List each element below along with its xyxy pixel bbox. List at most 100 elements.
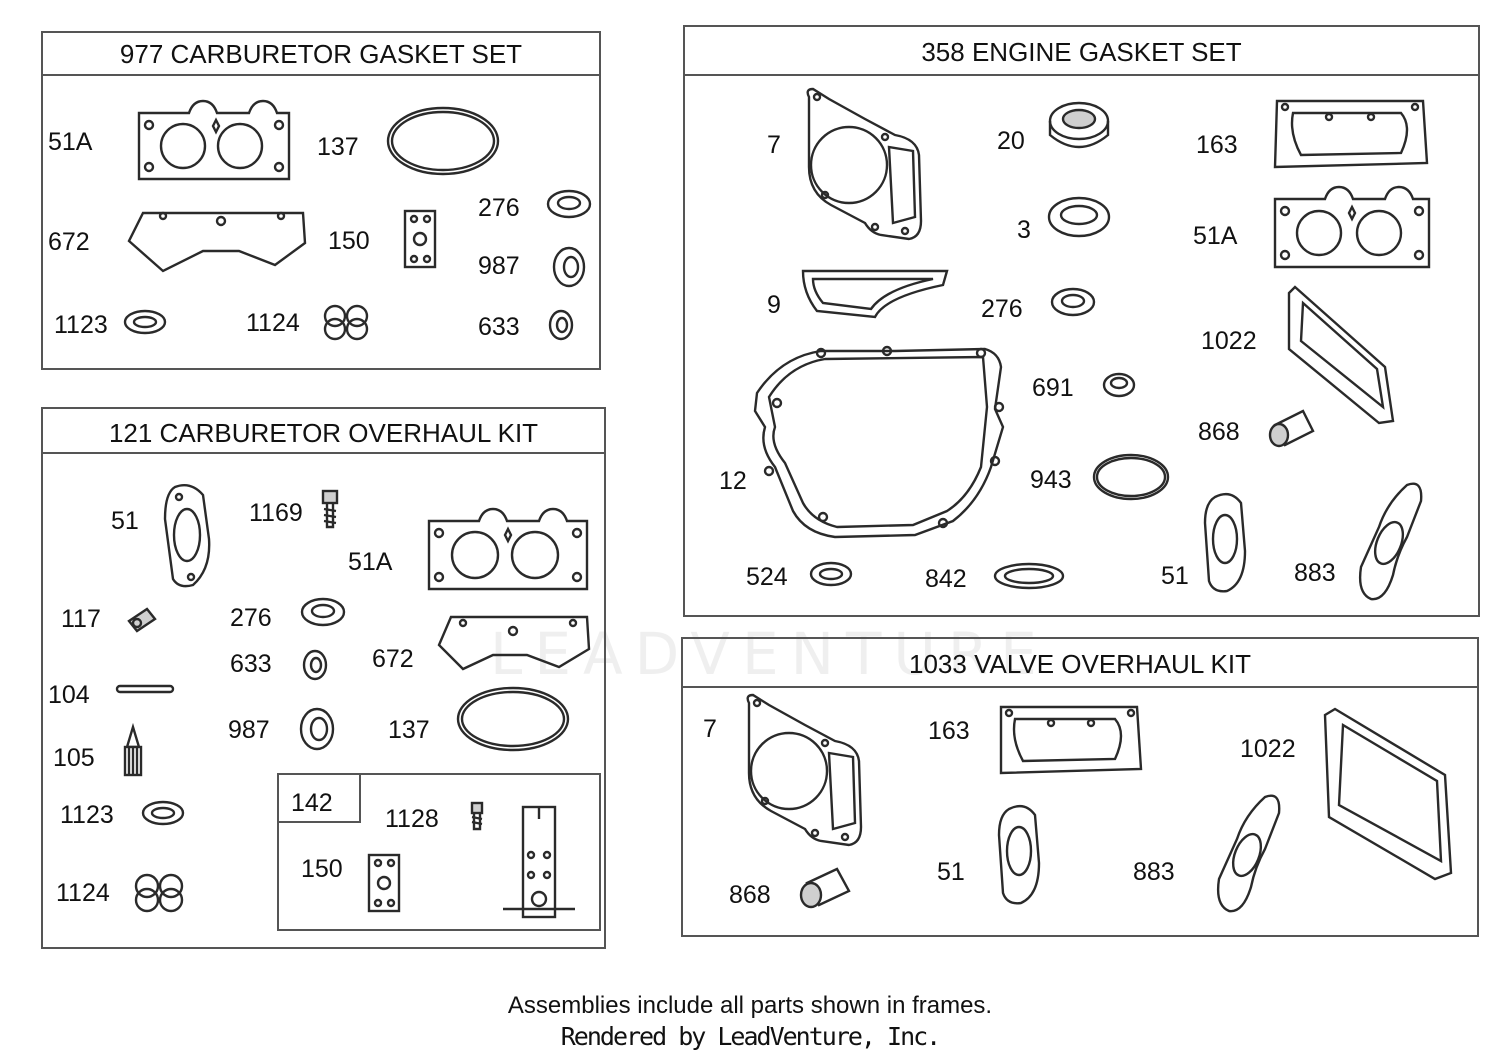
label-51: 51	[1161, 562, 1189, 590]
label-1124: 1124	[246, 309, 300, 337]
part-51A-gasket[interactable]	[1273, 185, 1431, 269]
label-137: 137	[388, 716, 430, 744]
part-691-seal[interactable]	[1102, 372, 1136, 398]
part-51A-gasket[interactable]	[427, 507, 589, 591]
label-987: 987	[478, 252, 520, 280]
subframe-142: 142 11	[277, 773, 601, 931]
part-3-seal[interactable]	[1047, 196, 1111, 238]
part-672-gasket[interactable]	[127, 211, 307, 273]
part-150-plate[interactable]	[367, 853, 401, 913]
part-9-gasket[interactable]	[801, 269, 949, 319]
label-51: 51	[111, 507, 139, 535]
frame-engine-gasket-set: 358 ENGINE GASKET SET	[683, 25, 1480, 617]
part-672-gasket[interactable]	[437, 615, 591, 671]
label-691: 691	[1032, 374, 1074, 402]
part-276-seal[interactable]	[1050, 287, 1096, 317]
part-163-gasket[interactable]	[1273, 99, 1429, 169]
frame-title: 121 CARBURETOR OVERHAUL KIT	[43, 409, 604, 454]
label-104: 104	[48, 681, 90, 709]
frame-title: 358 ENGINE GASKET SET	[685, 27, 1478, 76]
label-1169: 1169	[249, 499, 303, 527]
part-137-o-ring[interactable]	[386, 106, 500, 176]
label-163: 163	[928, 717, 970, 745]
label-7: 7	[767, 131, 781, 159]
part-276-seal[interactable]	[546, 189, 592, 219]
label-137: 137	[317, 133, 359, 161]
label-1124: 1124	[56, 879, 110, 907]
footer-note: Assemblies include all parts shown in fr…	[507, 992, 993, 1019]
part-633-seal[interactable]	[548, 309, 574, 341]
label-7: 7	[703, 715, 717, 743]
label-633: 633	[230, 650, 272, 678]
label-672: 672	[48, 228, 90, 256]
frame-valve-overhaul-kit: 1033 VALVE OVERHAUL KIT	[681, 637, 1479, 937]
part-633-seal[interactable]	[302, 649, 328, 681]
part-1022-gasket[interactable]	[1287, 285, 1395, 425]
label-883: 883	[1294, 559, 1336, 587]
part-883-gasket[interactable]	[1216, 794, 1281, 913]
label-20: 20	[997, 127, 1025, 155]
part-163-gasket[interactable]	[999, 705, 1143, 775]
frame-carburetor-gasket-set: 977 CARBURETOR GASKET SET	[41, 31, 601, 370]
part-868-bushing[interactable]	[799, 867, 851, 909]
valve-overhaul-parts	[746, 693, 1453, 913]
label-276: 276	[478, 194, 520, 222]
part-51-gasket[interactable]	[1203, 492, 1247, 593]
part-842-ring[interactable]	[993, 562, 1065, 590]
part-276-seal[interactable]	[300, 597, 346, 627]
part-51-gasket[interactable]	[997, 804, 1041, 905]
part-104-pin[interactable]	[115, 684, 175, 694]
part-1128-screw[interactable]	[470, 801, 484, 831]
part-1124-gasket[interactable]	[134, 873, 184, 913]
frame-carburetor-overhaul-kit: 121 CARBURETOR OVERHAUL KIT	[41, 407, 606, 949]
part-524-washer[interactable]	[809, 561, 853, 587]
label-842: 842	[925, 565, 967, 593]
part-1022-gasket[interactable]	[1323, 707, 1453, 881]
part-137-o-ring[interactable]	[456, 686, 570, 752]
label-3: 3	[1017, 216, 1031, 244]
part-7-head-gasket[interactable]	[806, 87, 923, 241]
part-1123-washer[interactable]	[141, 800, 185, 826]
label-943: 943	[1030, 466, 1072, 494]
label-524: 524	[746, 563, 788, 591]
frame-title: 1033 VALVE OVERHAUL KIT	[683, 639, 1477, 688]
carburetor-overhaul-parts[interactable]	[43, 409, 608, 951]
label-672: 672	[372, 645, 414, 673]
label-51A: 51A	[1193, 222, 1238, 250]
label-1022: 1022	[1201, 327, 1257, 355]
part-117-fitting[interactable]	[127, 607, 157, 633]
part-868-bushing[interactable]	[1268, 409, 1315, 448]
label-868: 868	[1198, 418, 1240, 446]
part-105-needle[interactable]	[123, 722, 143, 777]
part-7-head-gasket[interactable]	[746, 693, 863, 847]
label-987: 987	[228, 716, 270, 744]
part-12-crankcase-gasket[interactable]	[753, 345, 1005, 539]
footer-credit: Rendered by LeadVenture, Inc.	[560, 1022, 942, 1051]
label-163: 163	[1196, 131, 1238, 159]
part-987-seal[interactable]	[552, 246, 586, 288]
label-150: 150	[328, 227, 370, 255]
carburetor-gasket-parts	[123, 99, 592, 341]
part-1124-gasket[interactable]	[323, 304, 369, 341]
part-883-gasket[interactable]	[1358, 482, 1423, 601]
label-1128: 1128	[385, 805, 439, 833]
part-150-plate[interactable]	[403, 209, 437, 269]
label-9: 9	[767, 291, 781, 319]
part-20-seal[interactable]	[1048, 101, 1110, 149]
part-51-gasket[interactable]	[163, 484, 211, 588]
label-1123: 1123	[60, 801, 114, 829]
label-12: 12	[719, 467, 747, 495]
part-51A-gasket[interactable]	[137, 99, 291, 181]
part-1169-screw[interactable]	[321, 489, 339, 529]
part-943-o-ring[interactable]	[1092, 453, 1170, 501]
label-868: 868	[729, 881, 771, 909]
label-150: 150	[301, 855, 343, 883]
label-51: 51	[937, 858, 965, 886]
label-1123: 1123	[54, 311, 108, 339]
label-105: 105	[53, 744, 95, 772]
label-276: 276	[230, 604, 272, 632]
part-987-seal[interactable]	[299, 707, 335, 751]
part-1123-washer[interactable]	[123, 309, 167, 335]
label-117: 117	[61, 605, 101, 633]
part-bracket-assembly[interactable]	[503, 805, 575, 919]
